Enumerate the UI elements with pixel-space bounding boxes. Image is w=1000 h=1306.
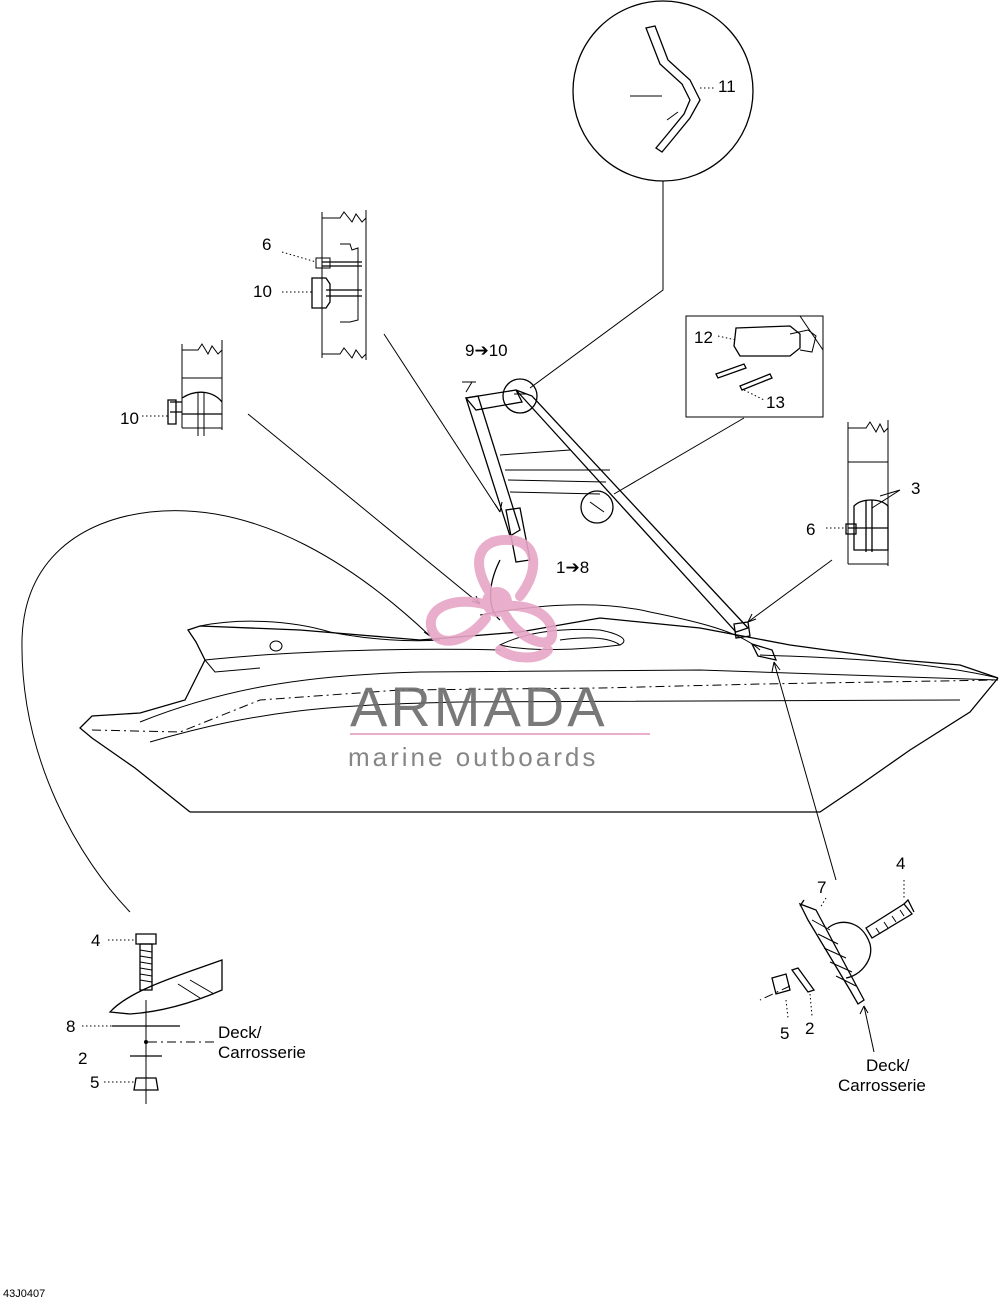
figure-code: 43J0407: [3, 1288, 45, 1300]
hardware-right: [759, 661, 915, 1053]
inset-left: [142, 340, 481, 605]
inset-top-center: [281, 210, 503, 513]
callout-9-10: 9➔10: [465, 341, 508, 360]
callout-labels: 11 6 10 9➔10 12 13 10 3 6 1➔8 4 8 2 5 7 …: [3, 77, 926, 1300]
hardware-left: [21, 510, 431, 1104]
callout-4-right: 4: [896, 854, 905, 873]
wake-tower: [462, 378, 778, 661]
callout-4-left: 4: [91, 931, 100, 950]
watermark-tagline: marine outboards: [348, 742, 598, 772]
watermark-divider: [350, 733, 650, 735]
callout-8: 8: [66, 1017, 75, 1036]
callout-5-left: 5: [90, 1073, 99, 1092]
callout-1-8: 1➔8: [556, 558, 589, 577]
deck-label-left-2: Carrosserie: [218, 1043, 306, 1062]
callout-5-right: 5: [780, 1024, 789, 1043]
deck-label-right-1: Deck/: [866, 1056, 910, 1075]
callout-10-top: 10: [253, 282, 272, 301]
callout-3: 3: [911, 479, 920, 498]
inset-mirror: [613, 315, 824, 495]
callout-13: 13: [766, 393, 785, 412]
deck-label-right-2: Carrosserie: [838, 1076, 926, 1095]
watermark-brand: ARMADA: [350, 675, 608, 738]
callout-12: 12: [694, 328, 713, 347]
callout-11: 11: [718, 77, 736, 96]
propeller-logo-icon: [425, 534, 558, 663]
deck-label-left-1: Deck/: [218, 1023, 262, 1042]
callout-6-top: 6: [262, 235, 271, 254]
callout-7: 7: [817, 878, 826, 897]
callout-2-right: 2: [805, 1019, 814, 1038]
detail-circle-11: [529, 0, 754, 389]
callout-2-left: 2: [78, 1049, 87, 1068]
callout-10-left: 10: [120, 409, 139, 428]
callout-6-right: 6: [806, 520, 815, 539]
watermark: ARMADA marine outboards: [348, 534, 650, 772]
inset-right: [747, 420, 901, 623]
